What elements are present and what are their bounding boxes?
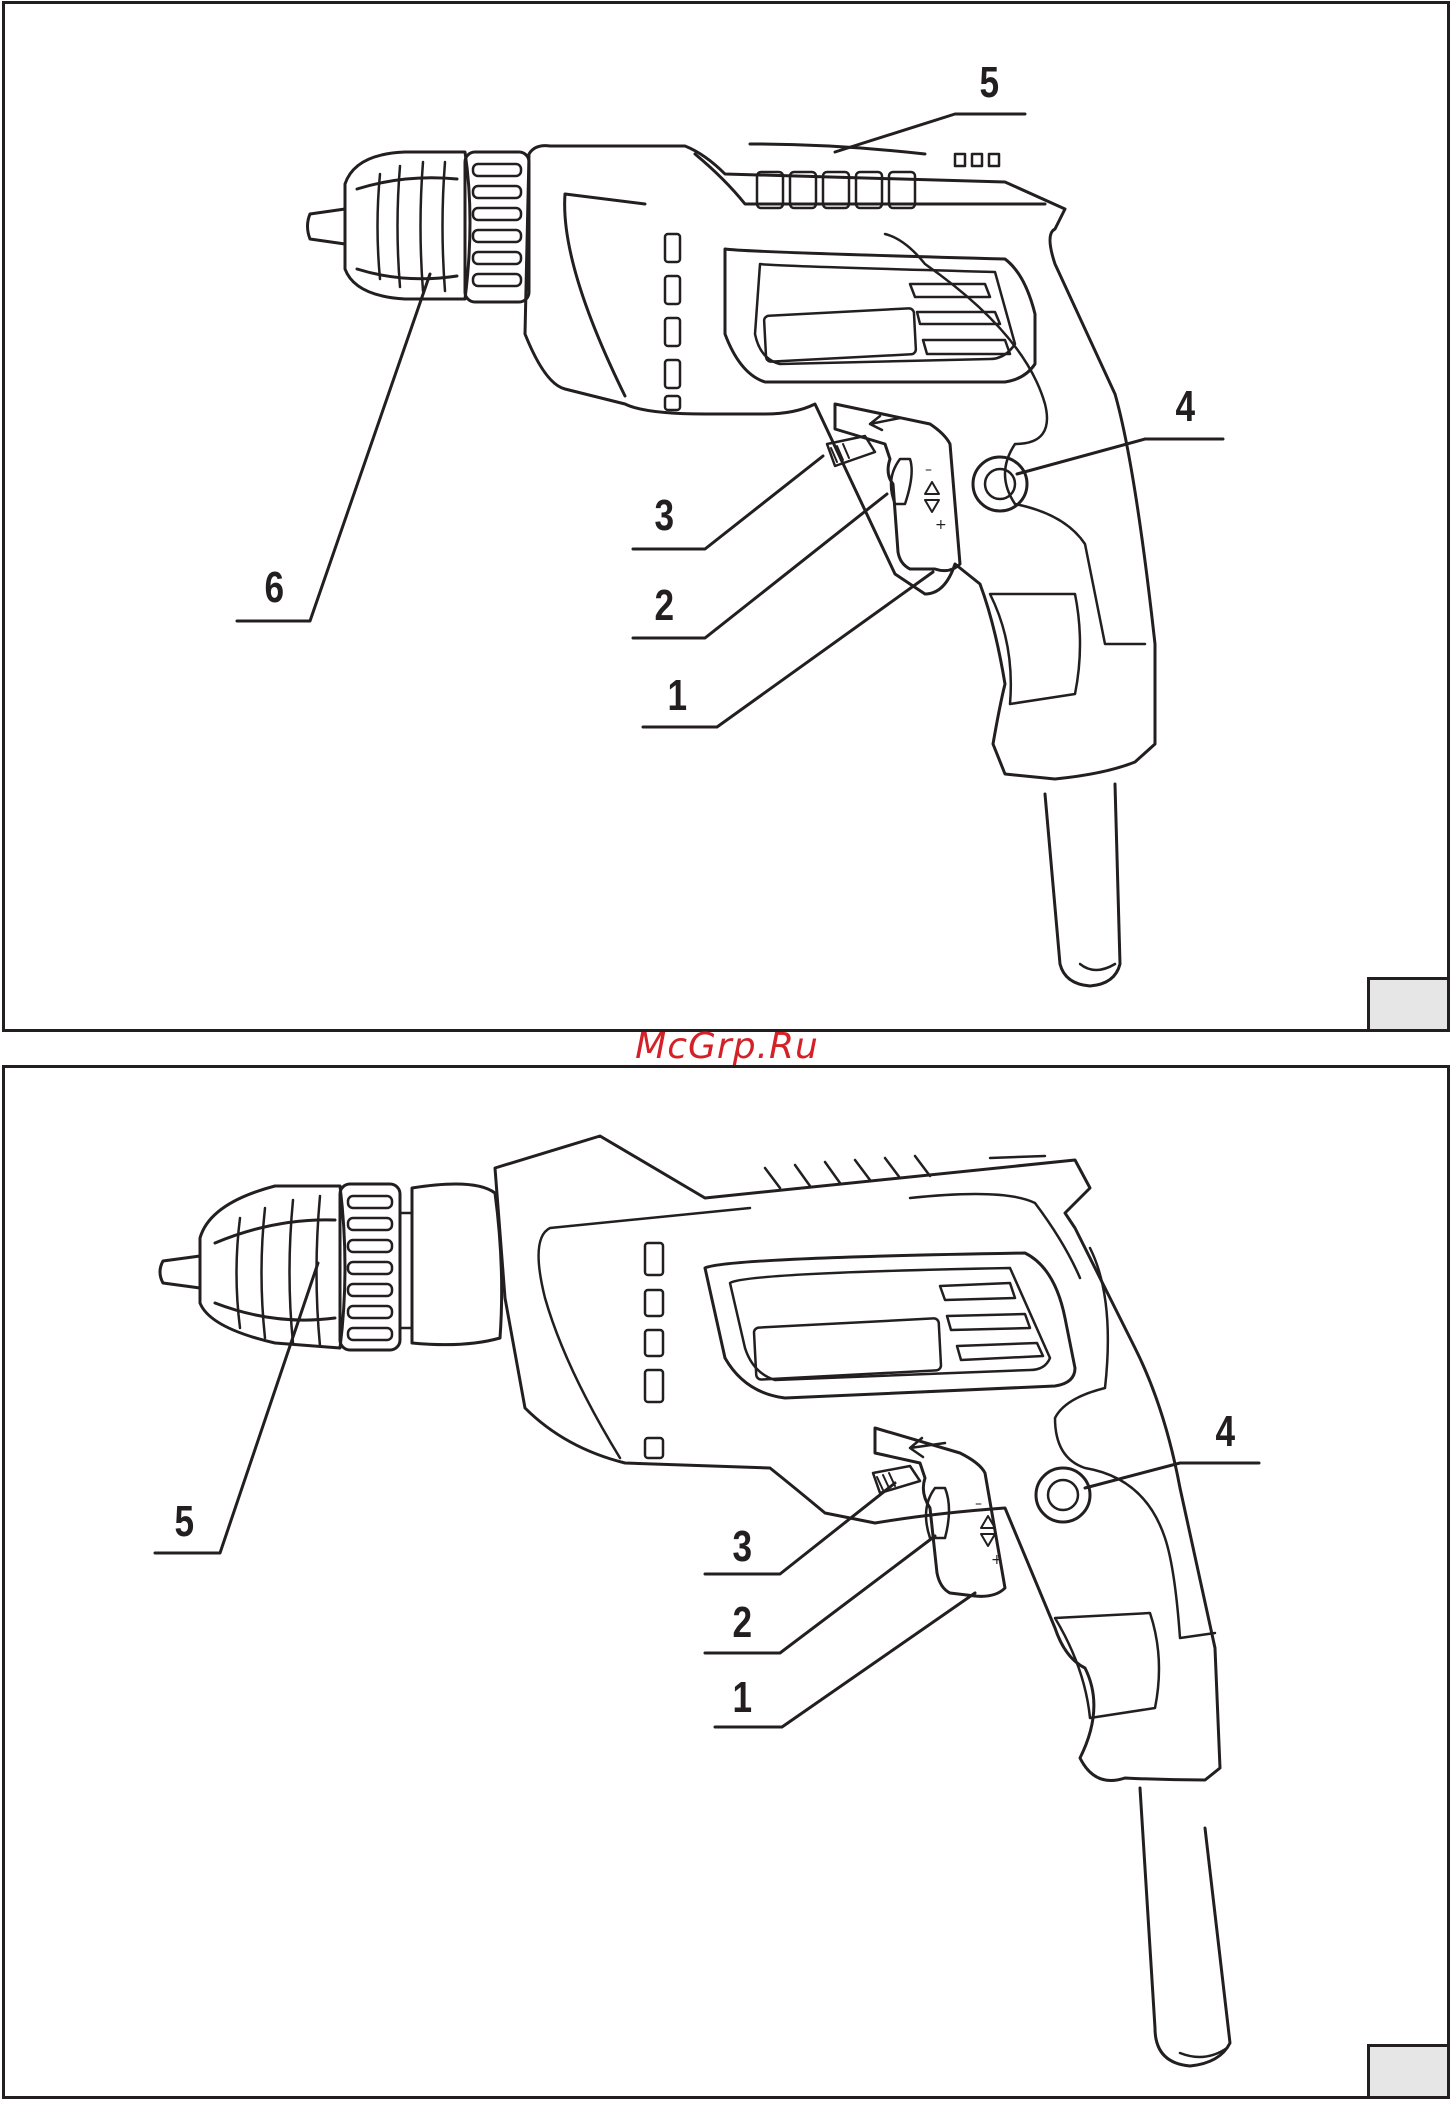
callout-5: 5 (979, 61, 999, 105)
callout-2: 2 (654, 584, 674, 628)
callout-4: 4 (1175, 385, 1195, 429)
callout-3-bottom: 3 (732, 1525, 752, 1569)
callout-6: 6 (264, 566, 284, 610)
switch-plus-mark-bottom: + (991, 1552, 1003, 1568)
figure-panel-top: – + 5 4 3 2 6 1 (2, 1, 1450, 1032)
corner-box-top (1367, 977, 1447, 1029)
callout-1: 1 (667, 674, 687, 718)
callout-1-bottom: 1 (732, 1676, 752, 1720)
figure-panel-bottom: – + 4 5 3 2 1 (2, 1065, 1450, 2099)
switch-minus-mark: – (925, 462, 932, 478)
watermark: McGrp.Ru (0, 1026, 1454, 1067)
callout-3: 3 (654, 494, 674, 538)
callout-2-bottom: 2 (732, 1601, 752, 1645)
switch-minus-mark-bottom: – (975, 1496, 982, 1512)
switch-plus-mark: + (935, 517, 947, 533)
callout-5-bottom: 5 (174, 1500, 194, 1544)
drill-illustration-bottom: – + (5, 1068, 1453, 2102)
drill-illustration-top: – + (5, 4, 1453, 1035)
corner-box-bottom (1367, 2044, 1447, 2096)
callout-4-bottom: 4 (1215, 1410, 1235, 1454)
